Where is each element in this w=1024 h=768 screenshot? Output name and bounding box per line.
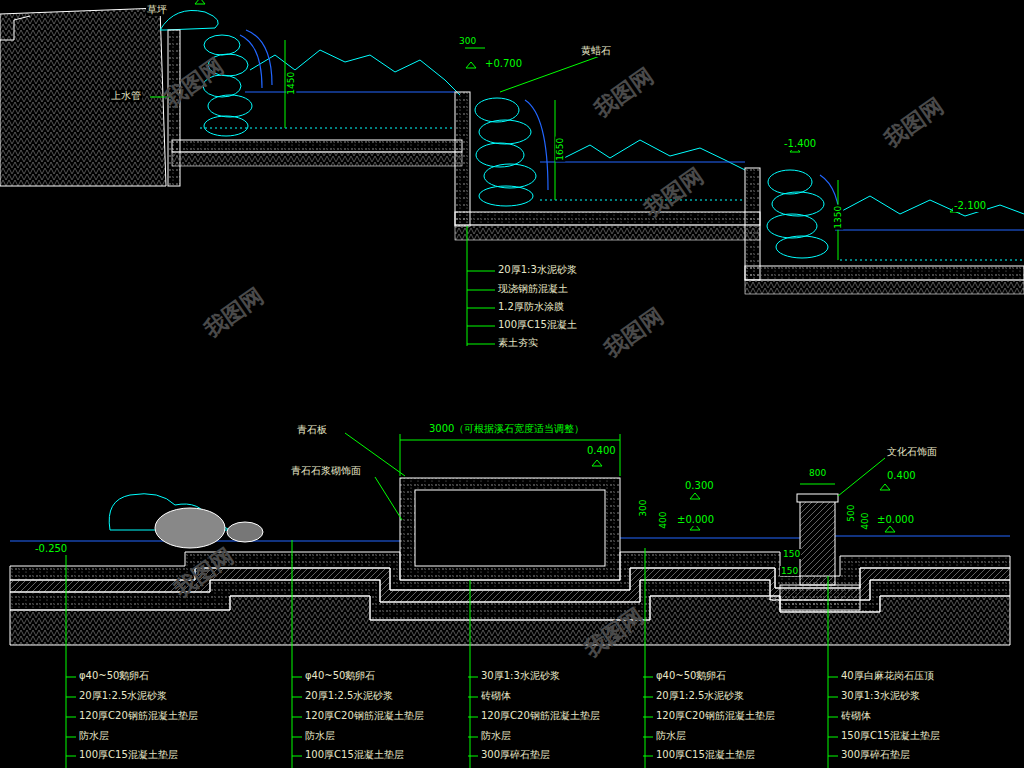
layer-callout: 20厚1:2.5水泥砂浆 — [655, 690, 745, 702]
leader-tick — [643, 737, 653, 738]
layer-callout: 120厚C20钢筋混凝土垫层 — [304, 710, 425, 722]
dimension: 3000（可根据溪石宽度适当调整） — [428, 423, 585, 435]
watermark: 我图网 — [639, 163, 709, 223]
layer-callout: 防水层 — [78, 730, 110, 742]
watermark: 我图网 — [879, 93, 949, 153]
layer-callout: 300厚碎石垫层 — [840, 749, 911, 761]
leader-tick — [468, 677, 478, 678]
dimension: 300 — [638, 499, 648, 518]
layer-callout: 100厚C15混凝土垫层 — [304, 749, 405, 761]
leader-tick — [828, 697, 838, 698]
dimension: 1450 — [286, 71, 296, 96]
dimension: 400 — [860, 512, 870, 531]
layer-callout: φ40~50鹅卵石 — [78, 670, 150, 682]
leader-tick — [292, 677, 302, 678]
layer-callout: 防水层 — [480, 730, 512, 742]
leader-tick — [468, 737, 478, 738]
leader-tick — [828, 677, 838, 678]
watermark: 我图网 — [169, 543, 239, 603]
leader-tick — [468, 697, 478, 698]
leader-tick — [643, 677, 653, 678]
dimension: 150 — [782, 549, 801, 559]
layer-callout: 素土夯实 — [497, 337, 539, 349]
leader-tick — [66, 756, 76, 757]
leader-tick — [292, 697, 302, 698]
dimension: 150 — [780, 566, 799, 576]
leader-tick — [828, 737, 838, 738]
watermark: 我图网 — [599, 303, 669, 363]
level-mark: 0.300 — [684, 480, 715, 492]
layer-callout: φ40~50鹅卵石 — [304, 670, 376, 682]
material-note: 青石石浆砌饰面 — [290, 465, 362, 477]
leader-tick — [66, 737, 76, 738]
leader-tick — [828, 756, 838, 757]
layer-callout: φ40~50鹅卵石 — [655, 670, 727, 682]
layer-callout: 20厚1:2.5水泥砂浆 — [78, 690, 168, 702]
layer-callout: 120厚C20钢筋混凝土垫层 — [655, 710, 776, 722]
leader-tick — [66, 717, 76, 718]
layer-callout: 120厚C20钢筋混凝土垫层 — [78, 710, 199, 722]
ground-note: 草坪 — [146, 4, 168, 16]
leader-tick — [828, 717, 838, 718]
leader-tick — [468, 717, 478, 718]
watermark: 我图网 — [589, 63, 659, 123]
layer-callout: 100厚C15混凝土垫层 — [78, 749, 179, 761]
layer-callout: 40厚白麻花岗石压顶 — [840, 670, 935, 682]
layer-callout: 防水层 — [304, 730, 336, 742]
leader-tick — [66, 697, 76, 698]
level-mark: ±0.000 — [676, 514, 715, 526]
pipe-note: 上水管 — [110, 90, 142, 102]
layer-callout: 30厚1:3水泥砂浆 — [840, 690, 921, 702]
layer-callout: 现浇钢筋混凝土 — [497, 283, 569, 295]
level-mark: -1.400 — [783, 138, 817, 150]
material-note: 文化石饰面 — [886, 446, 938, 458]
leader-tick — [292, 756, 302, 757]
layer-callout: 20厚1:2.5水泥砂浆 — [304, 690, 394, 702]
material-note: 青石板 — [296, 424, 328, 436]
watermark: 我图网 — [159, 53, 229, 113]
layer-callout: 120厚C20钢筋混凝土垫层 — [480, 710, 601, 722]
layer-callout: 20厚1:3水泥砂浆 — [497, 264, 578, 276]
level-mark: +0.700 — [484, 58, 523, 70]
layer-callout: 1.2厚防水涂膜 — [497, 301, 565, 313]
leader-tick — [292, 717, 302, 718]
leader-tick — [643, 717, 653, 718]
leader-tick — [66, 677, 76, 678]
dimension: 400 — [658, 511, 668, 530]
layer-callout: 300厚碎石垫层 — [480, 749, 551, 761]
layer-callout: 100厚C15混凝土垫层 — [655, 749, 756, 761]
level-mark: -2.100 — [953, 200, 987, 212]
layer-callout: 30厚1:3水泥砂浆 — [480, 670, 561, 682]
dimension: 1650 — [555, 137, 565, 162]
leader-tick — [292, 737, 302, 738]
dimension: 800 — [808, 468, 827, 478]
dimension: 1350 — [833, 205, 843, 230]
layer-callout: 100厚C15混凝土 — [497, 319, 578, 331]
level-mark: 0.400 — [586, 445, 617, 457]
leader-tick — [468, 756, 478, 757]
level-mark: -0.250 — [34, 543, 68, 555]
watermark: 我图网 — [199, 283, 269, 343]
dimension: 300 — [458, 36, 477, 46]
layer-callout: 150厚C15混凝土垫层 — [840, 730, 941, 742]
level-mark: ±0.000 — [876, 514, 915, 526]
watermark: 我图网 — [579, 603, 649, 663]
layer-callout: 砖砌体 — [480, 690, 512, 702]
layer-callout: 防水层 — [655, 730, 687, 742]
level-mark: 0.400 — [886, 470, 917, 482]
material-note: 黄蜡石 — [580, 45, 612, 57]
layer-callout: 砖砌体 — [840, 710, 872, 722]
leader-tick — [643, 756, 653, 757]
leader-tick — [643, 697, 653, 698]
dimension: 500 — [846, 504, 856, 523]
